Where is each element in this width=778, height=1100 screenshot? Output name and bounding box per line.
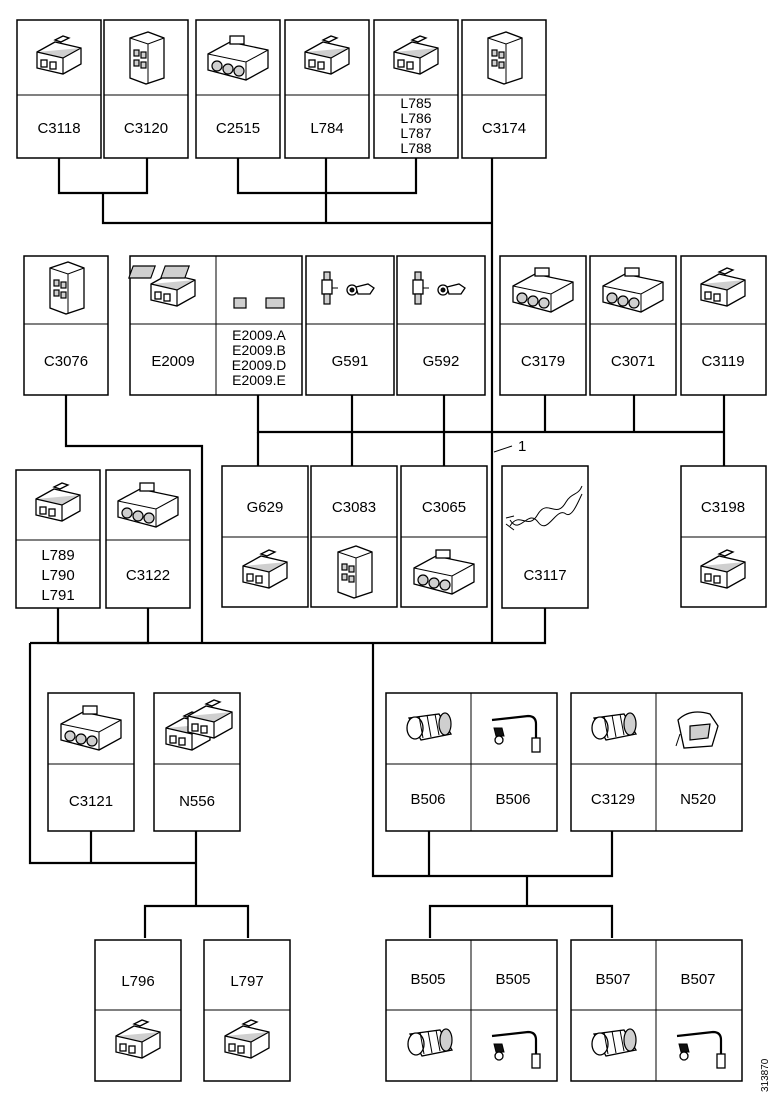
connector-C3118[interactable]: C3118 — [16, 19, 102, 159]
connector-label: C3129 — [591, 791, 635, 808]
sensor-housing-icon — [675, 711, 719, 749]
connector-label: L791 — [41, 587, 74, 604]
connector-label: B505 — [410, 971, 445, 988]
wiring — [28, 158, 726, 938]
connector-label: C3119 — [701, 353, 744, 370]
connector-G592[interactable]: G592 — [396, 255, 486, 396]
connector-icon — [487, 31, 523, 85]
connector-L784[interactable]: L784 — [284, 19, 370, 159]
connector-L796[interactable]: L796 — [94, 939, 182, 1082]
connector-label: L790 — [41, 567, 74, 584]
connector-C2515[interactable]: C2515 — [195, 19, 281, 159]
connector-G629[interactable]: G629 — [221, 465, 309, 608]
figure-number: 313870 — [760, 1058, 771, 1092]
connector-label: N520 — [680, 791, 716, 808]
twisted-wire-icon — [505, 485, 583, 531]
connector-label: B505 — [495, 971, 530, 988]
connector-label: L786 — [400, 110, 431, 126]
connector-N556[interactable]: N556 — [153, 692, 241, 832]
connector-label: E2009.A — [232, 327, 286, 343]
connector-label: L797 — [230, 973, 263, 990]
connector-label: C3117 — [523, 567, 566, 584]
connector-C3129-N520[interactable]: C3129 N520 — [570, 692, 743, 832]
sensor-B505[interactable]: B505 B505 — [385, 939, 558, 1082]
connector-C3120[interactable]: C3120 — [103, 19, 189, 159]
connector-C3174[interactable]: C3174 — [461, 19, 547, 159]
connector-label: C3065 — [422, 499, 466, 516]
sensor-icon — [591, 712, 637, 741]
sensor-icon — [407, 1028, 453, 1057]
connector-label: C3076 — [44, 353, 88, 370]
connector-label: B507 — [595, 971, 630, 988]
connector-label: E2009.D — [232, 357, 286, 373]
connector-label: C3071 — [611, 353, 655, 370]
connector-label: L785 — [400, 95, 431, 111]
connector-label: L789 — [41, 547, 74, 564]
connector-label: C3118 — [37, 120, 80, 137]
connector-label: C3083 — [332, 499, 376, 516]
connector-C3076[interactable]: C3076 — [23, 255, 109, 396]
connector-icon — [337, 545, 373, 599]
connector-label: C3198 — [701, 499, 745, 516]
connector-label: C3179 — [521, 353, 565, 370]
sensor-icon — [406, 712, 452, 741]
connector-L797[interactable]: L797 — [203, 939, 291, 1082]
connector-C3065[interactable]: C3065 — [400, 465, 488, 608]
connector-label: C2515 — [216, 120, 260, 137]
connector-label: B506 — [410, 791, 445, 808]
connector-icon — [129, 31, 165, 85]
connector-C3119[interactable]: C3119 — [680, 255, 767, 396]
connector-label: C3122 — [126, 567, 170, 584]
connector-C3122[interactable]: C3122 — [105, 469, 191, 609]
connector-C3117[interactable]: C3117 — [501, 465, 589, 609]
connector-C3071[interactable]: C3071 — [589, 255, 677, 396]
connector-label: C3120 — [124, 120, 168, 137]
connector-label: G592 — [423, 353, 460, 370]
connector-L789-L791[interactable]: L789 L790 L791 — [15, 469, 101, 609]
connector-C3179[interactable]: C3179 — [499, 255, 587, 396]
connector-L785-L788[interactable]: L785 L786 L787 L788 — [373, 19, 459, 159]
connector-G591[interactable]: G591 — [305, 255, 395, 396]
connector-C3198[interactable]: C3198 — [680, 465, 767, 608]
connector-label: L796 — [121, 973, 154, 990]
connector-C3083[interactable]: C3083 — [310, 465, 398, 608]
connector-label: E2009.B — [232, 342, 286, 358]
sensor-B506[interactable]: B506 B506 — [385, 692, 558, 832]
connector-label: E2009 — [151, 353, 194, 370]
connector-label: C3121 — [69, 793, 113, 810]
connector-C3121[interactable]: C3121 — [47, 692, 135, 832]
sensor-B507[interactable]: B507 B507 — [570, 939, 743, 1082]
connector-label: L788 — [400, 140, 431, 156]
connector-E2009[interactable]: E2009 E2009.A E2009.B E2009.D E2009.E — [127, 255, 303, 396]
connector-label: G629 — [247, 499, 284, 516]
sensor-icon — [591, 1028, 637, 1057]
connector-label: E2009.E — [232, 372, 286, 388]
callout-1: 1 — [518, 438, 526, 455]
connector-label: L787 — [400, 125, 431, 141]
connector-icon — [49, 261, 85, 315]
connector-label: C3174 — [482, 120, 526, 137]
connector-label: G591 — [332, 353, 369, 370]
connector-label: N556 — [179, 793, 215, 810]
connector-label: L784 — [310, 120, 343, 137]
connector-label: B507 — [680, 971, 715, 988]
connector-label: B506 — [495, 791, 530, 808]
terminal-icons — [127, 265, 285, 309]
